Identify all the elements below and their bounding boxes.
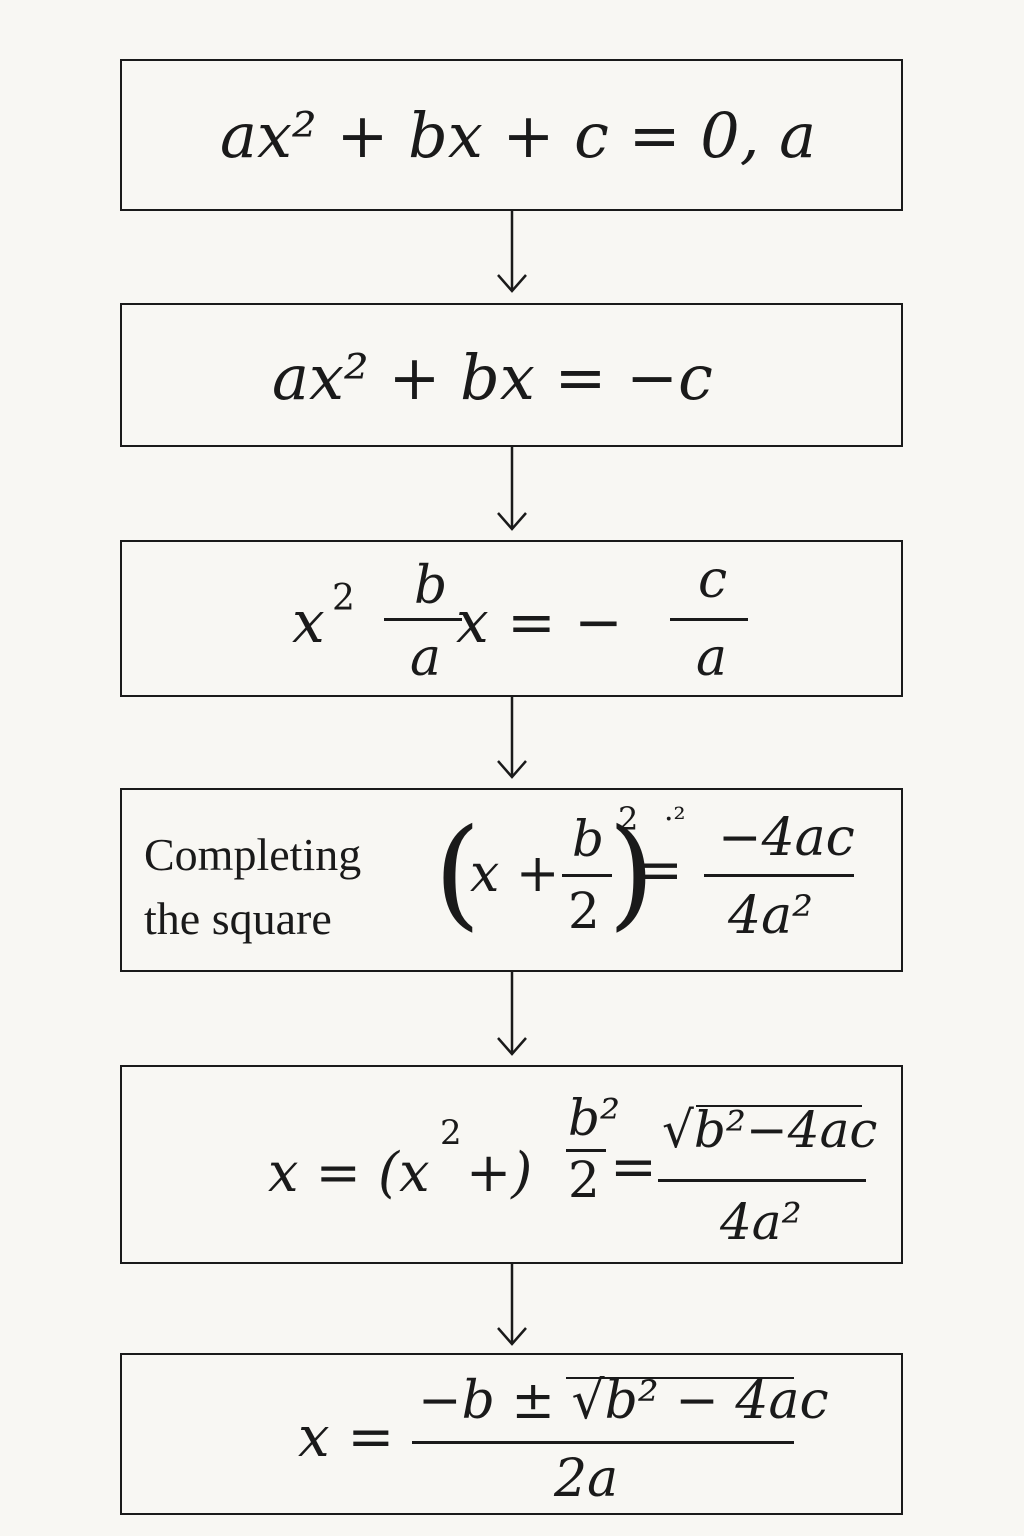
- rhs-numerator: √b²−4ac: [662, 1101, 878, 1159]
- x-term: x: [292, 588, 325, 656]
- rhs-bar: [658, 1179, 866, 1182]
- rhs-bar: [704, 874, 854, 877]
- rhs-denominator: 4a²: [728, 886, 813, 946]
- x-plus: x +: [470, 844, 560, 904]
- garbled-mark: ·²: [664, 802, 686, 837]
- half-b-numerator: b: [572, 810, 605, 868]
- arrow-down-3: [497, 697, 527, 779]
- square-exponent: 2: [618, 800, 639, 838]
- b-squared-denominator: 2: [568, 1151, 600, 1209]
- fraction-2-numerator: c: [698, 550, 728, 610]
- b-squared-numerator: b²: [568, 1089, 621, 1147]
- rhs-numerator: −4ac: [718, 808, 855, 868]
- b-squared-bar: [566, 1149, 606, 1152]
- equation-move-constant: ax² + bx = −c: [272, 341, 713, 414]
- radical-overline: [566, 1377, 794, 1379]
- half-b-bar: [562, 874, 612, 877]
- quadratic-formula-numerator: −b ± √b² − 4ac: [418, 1371, 829, 1431]
- half-b-denominator: 2: [568, 882, 600, 940]
- step-label-line-2: the square: [144, 893, 332, 944]
- step-box-3: x 2 b a x = − c a: [120, 540, 903, 697]
- rhs-denominator: 4a²: [720, 1193, 802, 1251]
- fraction-1-bar: [384, 618, 462, 621]
- fraction-1-denominator: a: [410, 628, 442, 688]
- quadratic-formula-denominator: 2a: [554, 1449, 619, 1509]
- arrow-down-1: [497, 211, 527, 293]
- equation-middle: x = −: [456, 588, 623, 656]
- left-paren: (: [434, 804, 481, 943]
- x-exponent: 2: [440, 1113, 462, 1153]
- radical-overline: [696, 1105, 862, 1107]
- lhs-x-paren: x = (x: [268, 1141, 430, 1204]
- plus-close: +): [466, 1141, 533, 1204]
- step-box-2: ax² + bx = −c: [120, 303, 903, 447]
- fraction-1-numerator: b: [414, 556, 448, 616]
- quadratic-formula-bar: [412, 1441, 794, 1444]
- step-box-4: Completing the square ( x + b 2 ) 2 = ·²…: [120, 788, 903, 972]
- fraction-2-denominator: a: [696, 628, 728, 688]
- step-label-line-1: Completing: [144, 829, 362, 880]
- arrow-down-4: [497, 972, 527, 1056]
- right-paren: ): [608, 804, 655, 943]
- step-box-1: ax² + bx + c = 0, a: [120, 59, 903, 211]
- arrow-down-2: [497, 447, 527, 531]
- equation-standard-form: ax² + bx + c = 0, a: [220, 99, 817, 172]
- arrow-down-5: [497, 1264, 527, 1346]
- equals-sign: =: [636, 838, 683, 903]
- step-box-6: x = −b ± √b² − 4ac 2a: [120, 1353, 903, 1515]
- x-exponent: 2: [332, 578, 355, 619]
- fraction-2-bar: [670, 618, 748, 621]
- equals-sign: =: [610, 1135, 657, 1200]
- step-box-5: x = (x 2 +) b² 2 = √b²−4ac 4a²: [120, 1065, 903, 1264]
- x-equals: x =: [298, 1405, 395, 1470]
